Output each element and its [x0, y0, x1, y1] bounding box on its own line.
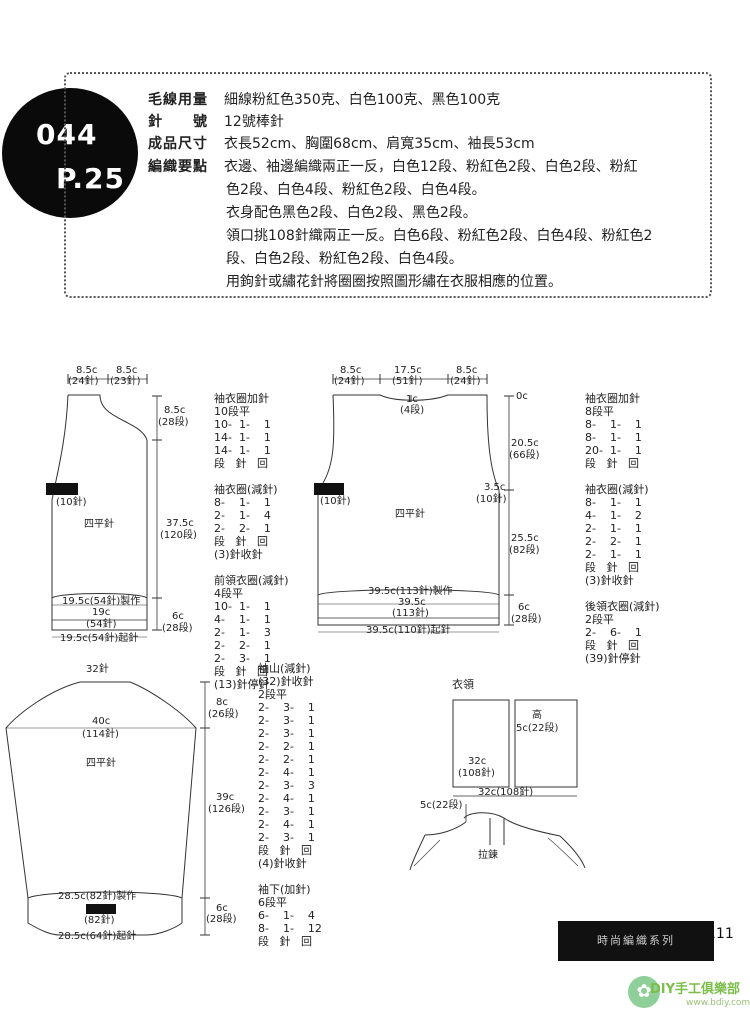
back-top-mid-st: (51針)	[392, 374, 423, 387]
back-top-b: 8.5c	[456, 365, 477, 376]
back-rib-rows: (28段)	[511, 612, 542, 625]
sleeve-width: 40c	[92, 716, 110, 727]
back-zero: 0c	[516, 391, 528, 402]
front-rib-st: (54針)	[86, 617, 117, 630]
collar-outline	[452, 699, 578, 788]
info-value: 12號棒針	[224, 114, 284, 130]
sleeve-width-st: (114針)	[82, 727, 119, 740]
front-armhole-h: 8.5c	[164, 405, 185, 416]
collar-width: 32c	[468, 756, 486, 767]
front-cast-on: 19.5c(54針)起針	[60, 631, 138, 644]
back-arm-dec-st: (10針)	[476, 492, 507, 505]
collar-zipper: 拉鍊	[478, 848, 498, 861]
front-stitch: 四平針	[84, 517, 114, 530]
back-top-a-st: (24針)	[334, 374, 365, 387]
front-patch-label: (10針)	[56, 495, 87, 508]
info-label: 毛線用量	[148, 92, 208, 108]
sleeve-color-patch	[86, 904, 116, 914]
info-line: 領口挑108針織兩正一反。白色6段、粉紅色2段、白色4段、粉紅色2	[226, 228, 653, 244]
info-line: 段、白色2段、粉紅色2段、白色4段。	[226, 251, 463, 267]
info-box	[64, 72, 712, 298]
front-body-h: 37.5c	[166, 518, 194, 529]
back-top-b-st: (24針)	[450, 374, 481, 387]
front-piece-outline	[51, 394, 148, 631]
front-top-b-st: (23針)	[110, 374, 141, 387]
back-upper-h: 20.5c	[511, 438, 539, 449]
front-armhole-rows: (28段)	[158, 415, 189, 428]
sleeve-body-h: 39c	[216, 792, 234, 803]
notes-sleeve-shaping: 袖山(減針) (32)針收針 2段平 2- 3- 1 2- 3- 1 2- 3-…	[258, 662, 322, 948]
info-value: 衣長52cm、胸圍68cm、肩寬35cm、袖長53cm	[224, 136, 535, 152]
front-rib-rows: (28段)	[162, 621, 193, 634]
watermark-logo-icon: ✿	[628, 976, 660, 1008]
info-line: 色2段、白色4段、粉紅色2段、白色4段。	[226, 182, 486, 198]
front-top-a-st: (24針)	[68, 374, 99, 387]
sleeve-rib-rows: (28段)	[206, 912, 237, 925]
back-upper-rows: (66段)	[509, 448, 540, 461]
back-rib-make: 39.5c(113針)製作	[368, 584, 453, 597]
info-value: 衣邊、袖邊編織兩正一反，白色12段、粉紅色2段、白色2段、粉紅	[224, 159, 638, 175]
back-lower-h: 25.5c	[511, 533, 539, 544]
front-top-b: 8.5c	[116, 365, 137, 376]
back-top-mid: 17.5c	[394, 365, 422, 376]
info-row-yarn: 毛線用量細線粉紅色350克、白色100克、黑色100克	[148, 89, 500, 111]
back-stitch: 四平針	[395, 507, 425, 520]
info-line: 衣身配色黑色2段、白色2段、黑色2段。	[226, 205, 477, 221]
footer-bar: 時尚編織系列	[558, 921, 714, 961]
front-body-rows: (120段)	[160, 528, 197, 541]
sleeve-rib-st: (82針)	[84, 913, 115, 926]
back-rib-st: (113針)	[392, 606, 429, 619]
back-cast-on: 39.5c(110針)起針	[366, 623, 451, 636]
back-neck-h: 1c	[406, 394, 418, 405]
collar-width-st: (108針)	[458, 766, 495, 779]
sleeve-cast-on: 28.5c(64針)起針	[58, 929, 136, 942]
front-top-a: 8.5c	[76, 365, 97, 376]
front-rib-h: 6c	[172, 611, 184, 622]
sleeve-cap-rows: (26段)	[208, 707, 239, 720]
watermark-url: www.bdiy.com	[686, 998, 750, 1008]
collar-height-label: 高	[532, 708, 542, 721]
sleeve-rib-make: 28.5c(82針)製作	[58, 889, 136, 902]
back-patch-label: (10針)	[320, 494, 351, 507]
back-color-patch	[314, 483, 344, 495]
page-number: 111	[707, 926, 734, 942]
watermark-text: DIY手工俱樂部	[650, 982, 741, 997]
pattern-number: 044	[36, 118, 98, 151]
back-top-a: 8.5c	[340, 365, 361, 376]
front-rib-make: 19.5c(54針)製作	[62, 594, 140, 607]
sleeve-cap-h: 8c	[216, 697, 228, 708]
notes-front-shaping: 袖衣圈加針 10段平 10- 1- 1 14- 1- 1 14- 1- 1 段 …	[214, 392, 289, 691]
collar-side: 5c(22段)	[420, 798, 462, 811]
info-row-needle: 針 號 12號棒針	[148, 111, 284, 133]
watermark: ✿ DIY手工俱樂部 www.bdiy.com	[628, 972, 750, 1016]
sleeve-top-st: 32針	[86, 662, 109, 675]
sleeve-body-rows: (126段)	[208, 802, 245, 815]
info-label: 成品尺寸	[148, 136, 208, 152]
info-line: 用鉤針或繡花針將圈圈按照圖形繡在衣服相應的位置。	[226, 274, 562, 290]
info-row-points: 編織要點衣邊、袖邊編織兩正一反，白色12段、粉紅色2段、白色2段、粉紅	[148, 156, 638, 178]
sleeve-outline	[5, 681, 197, 936]
info-label: 編織要點	[148, 159, 208, 175]
info-value: 細線粉紅色350克、白色100克、黑色100克	[224, 92, 501, 108]
notes-back-shaping: 袖衣圈加針 8段平 8- 1- 1 8- 1- 1 20- 1- 1 段 針 回…	[585, 392, 660, 665]
pattern-badge: 044 P.25	[2, 88, 138, 218]
info-label: 針 號	[148, 114, 208, 130]
sleeve-stitch: 四平針	[86, 756, 116, 769]
collar-title: 衣領	[452, 677, 474, 691]
back-lower-rows: (82段)	[509, 543, 540, 556]
back-rib-h: 6c	[518, 602, 530, 613]
sleeve-rib-h: 6c	[216, 903, 228, 914]
collar-height: 5c(22段)	[516, 721, 558, 734]
front-rib-w: 19c	[92, 607, 110, 618]
collar-bottom: 32c(108針)	[478, 785, 533, 798]
front-color-patch	[46, 483, 78, 495]
info-row-size: 成品尺寸衣長52cm、胸圍68cm、肩寬35cm、袖長53cm	[148, 133, 535, 155]
back-neck-rows: (4段)	[400, 403, 424, 416]
page-reference: P.25	[56, 162, 125, 195]
back-rib-w: 39.5c	[398, 597, 426, 608]
back-arm-dec: 3.5c	[484, 482, 505, 493]
